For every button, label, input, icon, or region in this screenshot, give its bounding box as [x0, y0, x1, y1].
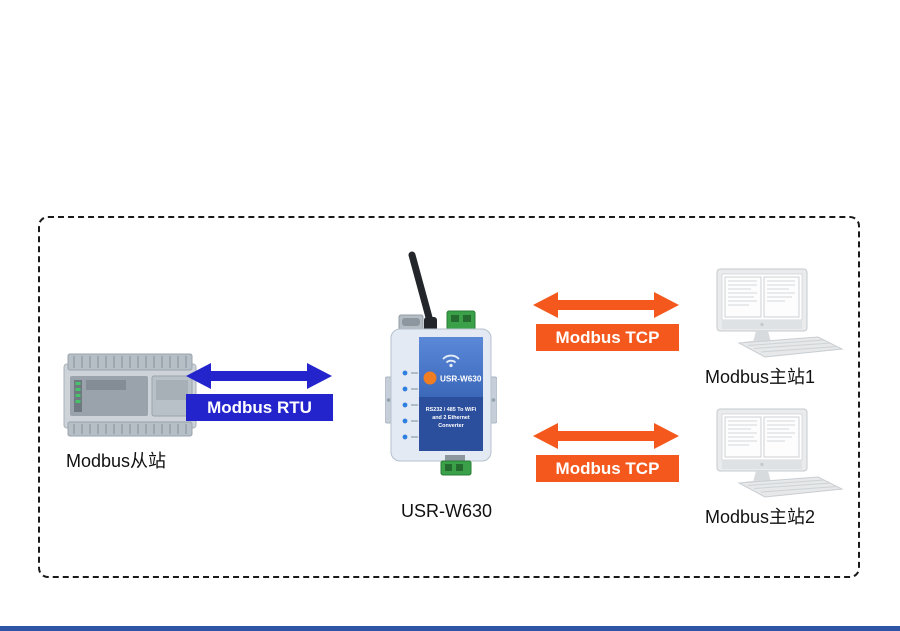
mounting-ears	[385, 376, 497, 424]
host2-computer-illustration	[705, 408, 850, 500]
plc-icon	[64, 354, 196, 436]
antenna-icon	[408, 251, 437, 331]
host2-label: Modbus主站2	[705, 507, 816, 527]
gateway-device-illustration: USR-W630 RS232 / 485 To WiFi and 2 Ether…	[385, 251, 497, 476]
gateway-panel-line1: RS232 / 485 To WiFi	[426, 407, 477, 413]
gateway-panel-line2: and 2 Ethernet	[432, 415, 470, 421]
computer-icon	[717, 409, 842, 497]
footer-bar	[0, 626, 900, 631]
rtu-arrow-shape	[186, 363, 332, 389]
gateway-label: USR-W630	[401, 501, 493, 521]
bottom-terminal-block-icon	[440, 455, 472, 476]
brand-dot-icon	[423, 371, 437, 385]
led-indicators	[402, 370, 418, 440]
plc-device-illustration	[62, 352, 198, 440]
tcp1-link-label: Modbus TCP	[536, 324, 679, 351]
tcp2-arrow-shape	[533, 423, 679, 449]
tcp2-link-label: Modbus TCP	[536, 455, 679, 482]
host1-computer-illustration	[705, 268, 850, 360]
top-terminal-block-icon	[446, 310, 476, 331]
plc-label: Modbus从站	[66, 451, 167, 471]
dashed-boundary	[38, 216, 860, 578]
tcp1-arrow-shape	[533, 292, 679, 318]
tcp2-double-arrow-icon	[531, 421, 681, 451]
host1-label: Modbus主站1	[705, 367, 816, 387]
rtu-double-arrow-icon	[184, 361, 334, 391]
wifi-icon	[442, 354, 460, 368]
rtu-link-label: Modbus RTU	[186, 394, 333, 421]
serial-port-icon	[398, 314, 424, 331]
tcp1-double-arrow-icon	[531, 290, 681, 320]
gateway-panel-line3: Converter	[438, 423, 464, 429]
panel-lower	[419, 397, 483, 451]
computer-icon	[717, 269, 842, 357]
gateway-panel-title: USR-W630	[440, 375, 482, 384]
